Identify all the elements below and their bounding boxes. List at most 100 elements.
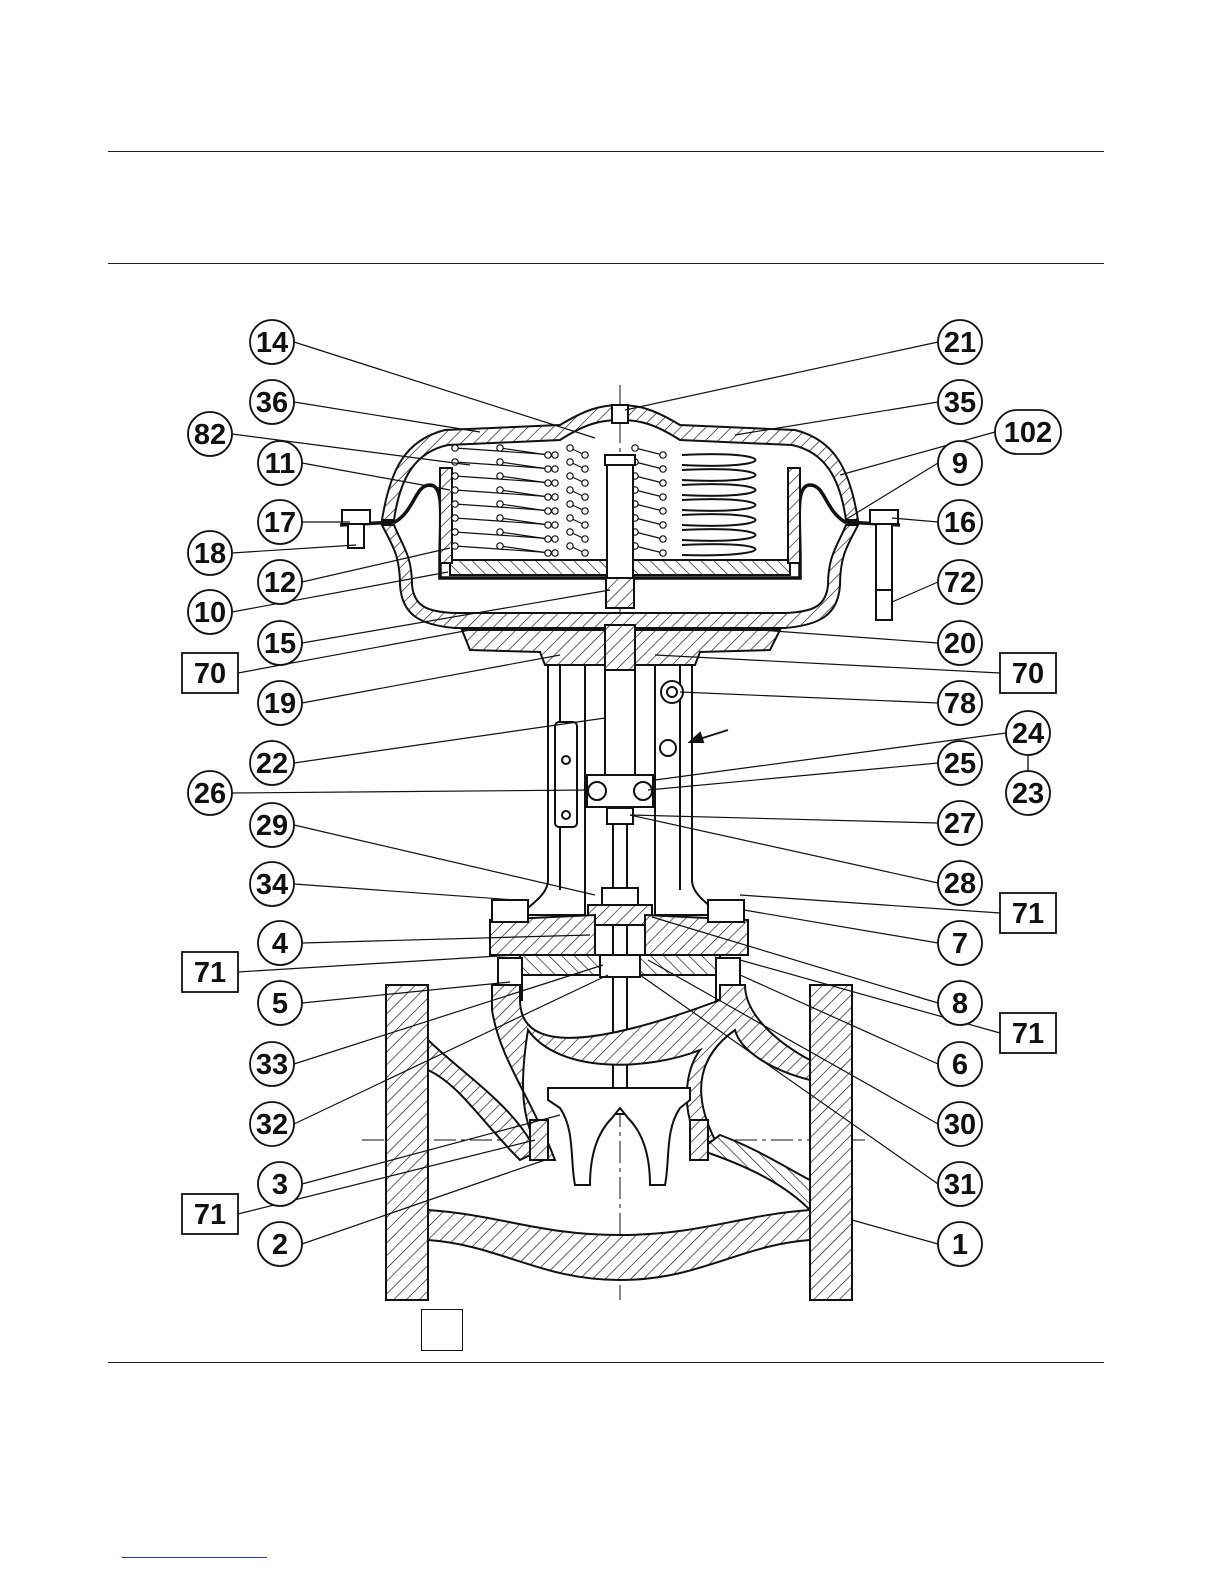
callout-left-19-part-32: 32 [250, 1102, 294, 1146]
callout-label: 20 [944, 628, 976, 660]
callout-right-7-part-70: 70 [1000, 653, 1056, 693]
callout-label: 71 [1012, 898, 1044, 930]
callout-label: 1 [952, 1229, 968, 1261]
callout-label: 14 [256, 327, 288, 359]
callout-label: 5 [272, 988, 288, 1020]
callout-leader [760, 630, 938, 643]
callout-leader [852, 1220, 938, 1244]
callout-label: 24 [1012, 718, 1044, 750]
callout-label: 7 [952, 928, 968, 960]
callout-right-18-part-6: 6 [938, 1042, 982, 1086]
callout-right-2-part-102: 102 [995, 410, 1061, 454]
callout-right-20-part-31: 31 [938, 1162, 982, 1206]
callout-label: 6 [952, 1049, 968, 1081]
callout-label: 28 [944, 868, 976, 900]
callout-left-14-part-34: 34 [250, 862, 294, 906]
callout-label: 21 [944, 327, 976, 359]
callout-left-22-part-2: 2 [258, 1222, 302, 1266]
callout-leader [892, 582, 938, 602]
callout-label: 33 [256, 1049, 288, 1081]
callout-right-9-part-24: 24 [1006, 711, 1050, 755]
callout-label: 12 [264, 567, 296, 599]
callout-label: 10 [194, 597, 226, 629]
callout-label: 32 [256, 1109, 288, 1141]
callout-right-17-part-71: 71 [1000, 1013, 1056, 1053]
stem-nut [606, 578, 634, 608]
callout-label: 26 [194, 778, 226, 810]
callout-leader [232, 545, 356, 553]
callout-label: 70 [194, 658, 226, 690]
callout-leader [735, 402, 938, 435]
callout-left-10-part-19: 19 [258, 681, 302, 725]
callout-label: 17 [264, 507, 296, 539]
stem-nut-top [605, 455, 635, 465]
body-flange-right [810, 985, 852, 1300]
callout-left-4-part-17: 17 [258, 500, 302, 544]
callout-left-17-part-5: 5 [258, 981, 302, 1025]
callout-left-15-part-4: 4 [258, 921, 302, 965]
callout-leader [744, 910, 938, 943]
callout-label: 78 [944, 688, 976, 720]
callout-left-6-part-12: 12 [258, 560, 302, 604]
callout-left-13-part-29: 29 [250, 803, 294, 847]
callout-right-14-part-71: 71 [1000, 893, 1056, 933]
callout-label: 27 [944, 808, 976, 840]
bonnet-nut-right [708, 900, 744, 922]
callout-left-12-part-26: 26 [188, 771, 232, 815]
callout-label: 23 [1012, 778, 1044, 810]
callout-label: 31 [944, 1169, 976, 1201]
callout-right-4-part-16: 16 [938, 500, 982, 544]
callout-left-9-part-70: 70 [182, 653, 238, 693]
indicator-bolt [661, 681, 683, 703]
callout-label: 2 [272, 1229, 288, 1261]
callout-left-1-part-36: 36 [250, 380, 294, 424]
callout-label: 11 [265, 448, 296, 480]
callout-right-5-part-72: 72 [938, 560, 982, 604]
callout-label: 22 [256, 748, 288, 780]
packing-flange [588, 905, 652, 925]
callout-left-11-part-22: 22 [250, 741, 294, 785]
callout-left-7-part-10: 10 [188, 590, 232, 634]
callout-label: 36 [256, 387, 288, 419]
lock-nut [607, 808, 633, 824]
callout-leader [302, 548, 450, 582]
callout-leader [294, 342, 595, 438]
vent-plug [612, 405, 628, 423]
valve-body-lower [428, 1210, 810, 1280]
callout-label: 16 [944, 507, 976, 539]
bolt-nut-right [870, 510, 898, 524]
stem-connector [587, 775, 653, 807]
callout-left-21-part-71: 71 [182, 1194, 238, 1234]
callout-label: 9 [952, 448, 968, 480]
callout-left-5-part-18: 18 [188, 531, 232, 575]
seat-ring-right [690, 1120, 708, 1160]
callout-leader [294, 402, 480, 432]
callout-leader [640, 975, 938, 1184]
packing-box [600, 955, 640, 977]
callout-label: 82 [194, 419, 226, 451]
callout-right-6-part-20: 20 [938, 621, 982, 665]
callout-right-15-part-7: 7 [938, 921, 982, 965]
callout-label: 71 [194, 1199, 226, 1231]
callout-label: 102 [1004, 417, 1052, 449]
callout-label: 18 [194, 538, 226, 570]
callout-right-8-part-78: 78 [938, 681, 982, 725]
callout-label: 29 [256, 810, 288, 842]
callout-right-12-part-27: 27 [938, 801, 982, 845]
callout-right-21-part-1: 1 [938, 1222, 982, 1266]
callout-right-10-part-25: 25 [938, 741, 982, 785]
callout-label: 34 [256, 869, 288, 901]
callout-right-1-part-35: 35 [938, 380, 982, 424]
callout-leader [302, 463, 450, 490]
callout-leader [625, 342, 938, 410]
casing-bolt-right [876, 512, 892, 602]
callout-label: 30 [944, 1109, 976, 1141]
callout-right-13-part-28: 28 [938, 861, 982, 905]
callout-leader [232, 790, 588, 793]
callout-leader [294, 884, 515, 900]
callout-left-18-part-33: 33 [250, 1042, 294, 1086]
callout-label: 25 [944, 748, 976, 780]
callout-left-20-part-3: 3 [258, 1162, 302, 1206]
callout-right-3-part-9: 9 [938, 441, 982, 485]
